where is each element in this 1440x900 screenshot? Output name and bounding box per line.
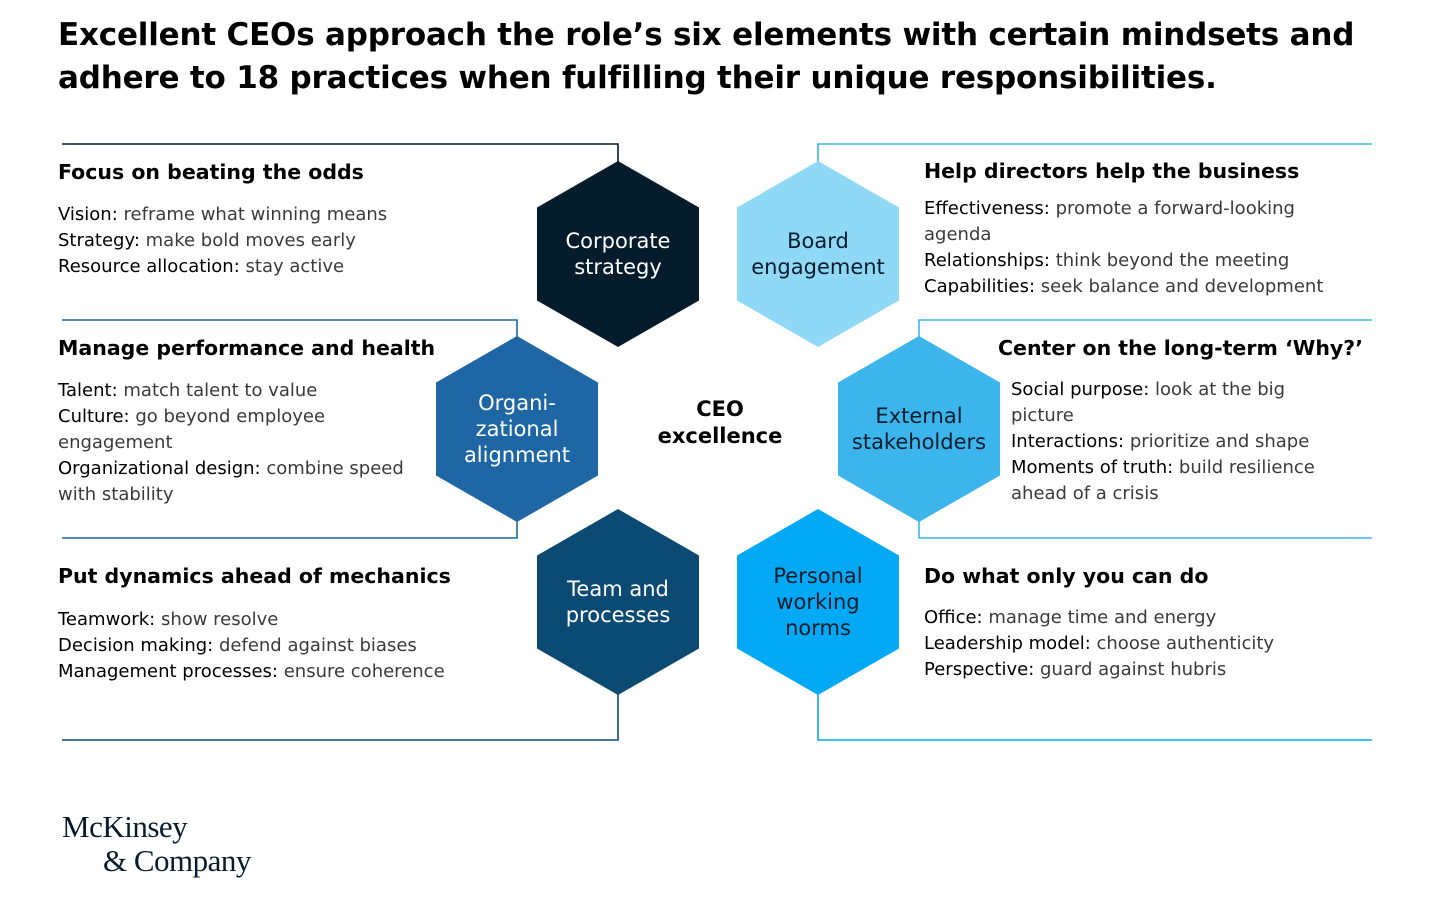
practice-item: Social purpose: look at the big picture xyxy=(1011,377,1351,429)
hex-team-and-processes: Team and processes xyxy=(537,509,699,695)
practice-item: Relationships: think beyond the meeting xyxy=(924,248,1364,274)
practice-text: reframe what winning means xyxy=(123,204,388,225)
practice-text: guard against hubris xyxy=(1040,659,1227,680)
hex-organizational-alignment: Organi- zational alignment xyxy=(436,336,598,522)
practice-item: Teamwork: show resolve xyxy=(58,607,451,633)
practice-item: Office: manage time and energy xyxy=(924,605,1274,631)
practice-text: defend against biases xyxy=(218,635,417,656)
block-heading: Help directors help the business xyxy=(924,159,1300,183)
practice-label: Perspective: xyxy=(924,659,1035,680)
practice-label: Office: xyxy=(924,607,983,628)
practice-text: look at the big picture xyxy=(1011,379,1286,426)
practice-block-personal-working-norms: Do what only you can do Office: manage t… xyxy=(924,562,1274,683)
connector-external-bottom xyxy=(918,508,1372,539)
hex-external-stakeholders: External stakeholders xyxy=(838,336,1000,522)
practice-text: combine speed with stability xyxy=(58,458,404,505)
hex-label: Corporate strategy xyxy=(565,229,671,279)
hex-label: Personal working norms xyxy=(773,564,863,640)
practice-text: think beyond the meeting xyxy=(1055,250,1290,271)
practice-block-corporate-strategy: Focus on beating the odds Vision: refram… xyxy=(58,158,387,280)
connector-org-bottom xyxy=(62,508,518,539)
practice-block-board-engagement: Help directors help the business Effecti… xyxy=(924,157,1364,300)
center-label: CEO excellence xyxy=(657,397,783,448)
practice-text: prioritize and shape xyxy=(1129,431,1310,452)
practice-text: choose authenticity xyxy=(1096,633,1275,654)
practice-text: manage time and energy xyxy=(988,607,1217,628)
practice-item: Leadership model: choose authenticity xyxy=(924,631,1274,657)
practice-item: Organizational design: combine speed wit… xyxy=(58,456,438,508)
practice-label: Leadership model: xyxy=(924,633,1091,654)
practice-label: Moments of truth: xyxy=(1011,457,1174,478)
practice-label: Vision: xyxy=(58,204,118,225)
practice-label: Capabilities: xyxy=(924,276,1036,297)
practice-item: Talent: match talent to value xyxy=(58,378,438,404)
practice-block-organizational-alignment: Manage performance and health Talent: ma… xyxy=(58,334,438,508)
practice-label: Culture: xyxy=(58,406,130,427)
hex-corporate-strategy: Corporate strategy xyxy=(537,161,699,347)
practice-item: Management processes: ensure coherence xyxy=(58,659,451,685)
practice-text: show resolve xyxy=(160,609,279,630)
practice-text: ensure coherence xyxy=(283,661,445,682)
practice-item: Culture: go beyond employee engagement xyxy=(58,404,438,456)
practice-label: Talent: xyxy=(58,380,118,401)
practice-item: Vision: reframe what winning means xyxy=(58,202,387,228)
logo-line-1: McKinsey xyxy=(62,809,188,844)
connector-personal xyxy=(817,680,1372,741)
logo-line-2: & Company xyxy=(103,843,251,878)
practice-item: Resource allocation: stay active xyxy=(58,254,387,280)
practice-item: Interactions: prioritize and shape xyxy=(1011,429,1351,455)
practice-list: Vision: reframe what winning means Strat… xyxy=(58,202,387,280)
practice-label: Decision making: xyxy=(58,635,214,656)
practice-item: Effectiveness: promote a forward-looking… xyxy=(924,196,1364,248)
practice-text: promote a forward-looking agenda xyxy=(924,198,1295,245)
practice-item: Strategy: make bold moves early xyxy=(58,228,387,254)
practice-item: Capabilities: seek balance and developme… xyxy=(924,274,1364,300)
practice-label: Social purpose: xyxy=(1011,379,1150,400)
hex-board-engagement: Board engagement xyxy=(737,161,899,347)
practice-text: match talent to value xyxy=(123,380,318,401)
practice-label: Strategy: xyxy=(58,230,140,251)
block-heading: Do what only you can do xyxy=(924,564,1209,588)
practice-text: build resilience ahead of a crisis xyxy=(1011,457,1315,504)
practice-block-external-stakeholders: Center on the long-term ‘Why?’ Social pu… xyxy=(998,334,1363,507)
hex-label: Organi- zational alignment xyxy=(463,391,571,467)
practice-list: Office: manage time and energy Leadershi… xyxy=(924,605,1274,683)
practice-label: Organizational design: xyxy=(58,458,261,479)
practice-item: Moments of truth: build resilience ahead… xyxy=(1011,455,1351,507)
block-heading: Focus on beating the odds xyxy=(58,160,364,184)
practice-list: Teamwork: show resolve Decision making: … xyxy=(58,607,451,685)
hex-label: Team and processes xyxy=(565,577,671,627)
practice-list: Social purpose: look at the big picture … xyxy=(1011,377,1351,507)
practice-list: Effectiveness: promote a forward-looking… xyxy=(924,196,1364,300)
block-heading: Center on the long-term ‘Why?’ xyxy=(998,336,1363,360)
practice-label: Resource allocation: xyxy=(58,256,240,277)
practice-list: Talent: match talent to value Culture: g… xyxy=(58,378,438,508)
practice-text: seek balance and development xyxy=(1040,276,1324,297)
block-heading: Manage performance and health xyxy=(58,336,436,360)
practice-label: Effectiveness: xyxy=(924,198,1050,219)
practice-item: Perspective: guard against hubris xyxy=(924,657,1274,683)
practice-item: Decision making: defend against biases xyxy=(58,633,451,659)
practice-text: go beyond employee engagement xyxy=(58,406,326,453)
practice-label: Relationships: xyxy=(924,250,1050,271)
practice-block-team-and-processes: Put dynamics ahead of mechanics Teamwork… xyxy=(58,562,451,685)
practice-label: Interactions: xyxy=(1011,431,1125,452)
block-heading: Put dynamics ahead of mechanics xyxy=(58,564,451,588)
page-title: Excellent CEOs approach the role’s six e… xyxy=(58,17,1355,96)
hex-label: Board engagement xyxy=(751,229,885,279)
mckinsey-logo: McKinsey & Company xyxy=(62,810,251,878)
hex-label: External stakeholders xyxy=(851,404,987,454)
practice-label: Management processes: xyxy=(58,661,278,682)
hex-personal-working-norms: Personal working norms xyxy=(737,509,899,695)
practice-label: Teamwork: xyxy=(58,609,156,630)
practice-text: stay active xyxy=(245,256,345,277)
connector-team xyxy=(62,680,619,741)
practice-text: make bold moves early xyxy=(145,230,356,251)
